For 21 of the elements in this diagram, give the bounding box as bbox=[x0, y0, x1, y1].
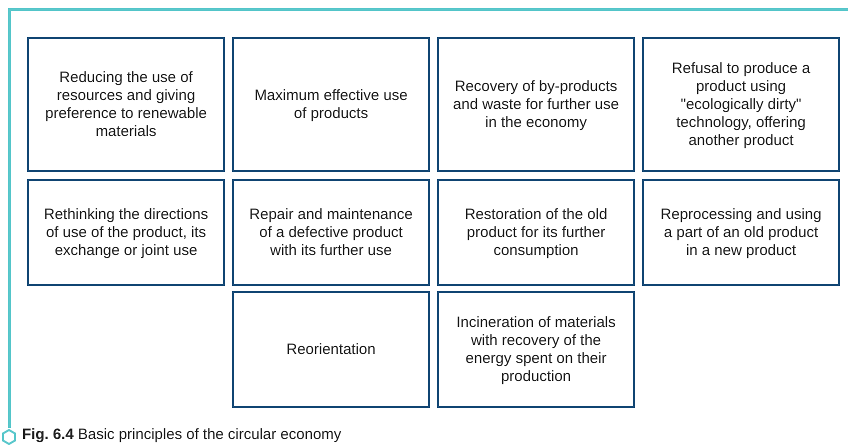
principle-box bbox=[232, 179, 430, 286]
principle-text: Repair and maintenance of a defective product with its further use bbox=[248, 206, 414, 260]
principle-text: Recovery of by-products and waste for further use in the economy bbox=[452, 78, 620, 132]
principle-box bbox=[642, 37, 840, 172]
principle-text: Rethinking the directions of use of the product, its exchange or joint use bbox=[42, 206, 210, 260]
principle-text: Reprocessing and using a part of an old product in a new product bbox=[660, 206, 822, 260]
principle-text: Restoration of the old product for its further consumption bbox=[464, 206, 608, 260]
principle-box bbox=[232, 37, 430, 172]
principle-box bbox=[27, 179, 225, 286]
principle-text: Incineration of materials with recovery of the energy spent on their production bbox=[455, 314, 617, 386]
principle-box bbox=[437, 291, 635, 408]
principle-text: Maximum effective use of products bbox=[253, 86, 409, 122]
principle-text: Reorientation bbox=[285, 340, 377, 358]
principle-box bbox=[642, 179, 840, 286]
principle-box bbox=[437, 37, 635, 172]
principle-text: Reducing the use of resources and giving preference to renewable materials bbox=[44, 68, 208, 140]
principle-box bbox=[232, 291, 430, 408]
principle-box bbox=[437, 179, 635, 286]
principle-box bbox=[27, 37, 225, 172]
figure-caption: Fig. 6.4 Basic principles of the circular economy bbox=[22, 426, 342, 443]
principle-text: Refusal to produce a product using "ecologically dirty" technology, offering another product bbox=[670, 60, 812, 150]
